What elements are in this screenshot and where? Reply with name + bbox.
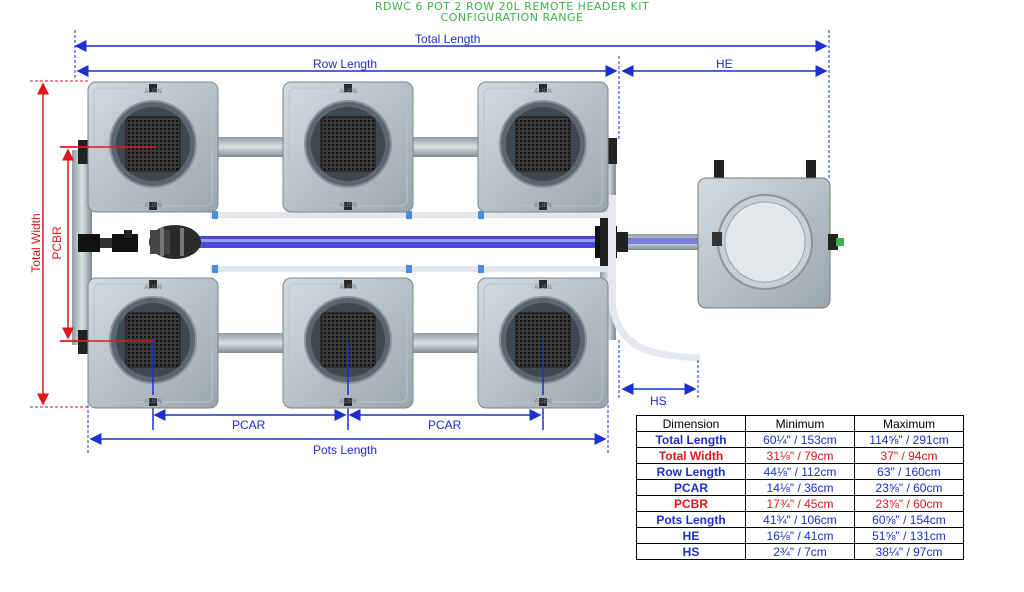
label-pcar-right: PCAR <box>428 418 462 432</box>
pot-brand-bottom: ALIEN <box>339 203 356 209</box>
cell-dim: PCBR <box>636 495 746 512</box>
cell-max: 60⅝" / 154cm <box>854 511 964 528</box>
cell-min: 31⅛" / 79cm <box>745 447 855 464</box>
cell-min: 14⅛" / 36cm <box>745 479 855 496</box>
pipe-top-2 <box>405 137 485 157</box>
pot-brand-bottom: ALIEN <box>534 203 551 209</box>
cell-max: 37" / 94cm <box>854 447 964 464</box>
diagram-title: RDWC 6 POT 2 ROW 20L REMOTE HEADER KIT <box>374 0 650 13</box>
pot-brand-top: ALIEN <box>144 89 161 95</box>
header-maximum: Maximum <box>854 415 964 432</box>
diagram-subtitle: CONFIGURATION RANGE <box>440 11 584 24</box>
pipe-bottom-1 <box>210 333 290 353</box>
cell-dim: Pots Length <box>636 511 746 528</box>
label-pcar-left: PCAR <box>232 418 266 432</box>
cell-dim: Row Length <box>636 463 746 480</box>
cell-max: 23⅝" / 60cm <box>854 479 964 496</box>
pots-group: ALIENALIENALIENALIENALIENALIENALIENALIEN… <box>60 81 609 409</box>
cell-dim: HE <box>636 527 746 544</box>
drain-hose <box>608 304 701 362</box>
header-tank <box>697 160 844 309</box>
pot-brand-bottom: ALIEN <box>339 399 356 405</box>
cell-max: 51⅝" / 131cm <box>854 527 964 544</box>
pipe-top-1 <box>210 137 290 157</box>
pipe-bottom-2 <box>405 333 485 353</box>
header-minimum: Minimum <box>745 415 855 432</box>
pot: ALIEN ALIEN <box>477 81 609 213</box>
cell-min: 17¾" / 45cm <box>745 495 855 512</box>
header-dimension: Dimension <box>636 415 746 432</box>
pot-brand-top: ALIEN <box>534 285 551 291</box>
pot-brand-top: ALIEN <box>339 89 356 95</box>
pot: ALIEN ALIEN <box>282 81 414 213</box>
pot-brand-bottom: ALIEN <box>534 399 551 405</box>
label-pcbr: PCBR <box>50 226 64 260</box>
pot-brand-bottom: ALIEN <box>144 399 161 405</box>
cell-min: 41¾" / 106cm <box>745 511 855 528</box>
cell-max: 23⅝" / 60cm <box>854 495 964 512</box>
cell-max: 114⅝" / 291cm <box>854 431 964 448</box>
label-total-width: Total Width <box>29 213 43 273</box>
table-header-row: Dimension Minimum Maximum <box>636 415 964 432</box>
cell-min: 2¾" / 7cm <box>745 543 855 560</box>
cell-dim: Total Length <box>636 431 746 448</box>
label-hs: HS <box>650 394 667 408</box>
cell-dim: Total Width <box>636 447 746 464</box>
valve-fitting <box>112 234 138 252</box>
left-fitting <box>78 234 100 252</box>
cell-dim: PCAR <box>636 479 746 496</box>
cell-min: 60¼" / 153cm <box>745 431 855 448</box>
cell-max: 38¼" / 97cm <box>854 543 964 560</box>
pot-brand-top: ALIEN <box>339 285 356 291</box>
label-he: HE <box>716 57 733 71</box>
pot-brand-bottom: ALIEN <box>144 203 161 209</box>
label-row-length: Row Length <box>313 57 378 71</box>
cell-dim: HS <box>636 543 746 560</box>
label-pots-length: Pots Length <box>313 443 378 457</box>
label-total-length: Total Length <box>415 32 481 46</box>
cell-min: 44⅛" / 112cm <box>745 463 855 480</box>
cell-min: 16⅛" / 41cm <box>745 527 855 544</box>
pot-brand-top: ALIEN <box>534 89 551 95</box>
cell-max: 63" / 160cm <box>854 463 964 480</box>
pot-brand-top: ALIEN <box>144 285 161 291</box>
